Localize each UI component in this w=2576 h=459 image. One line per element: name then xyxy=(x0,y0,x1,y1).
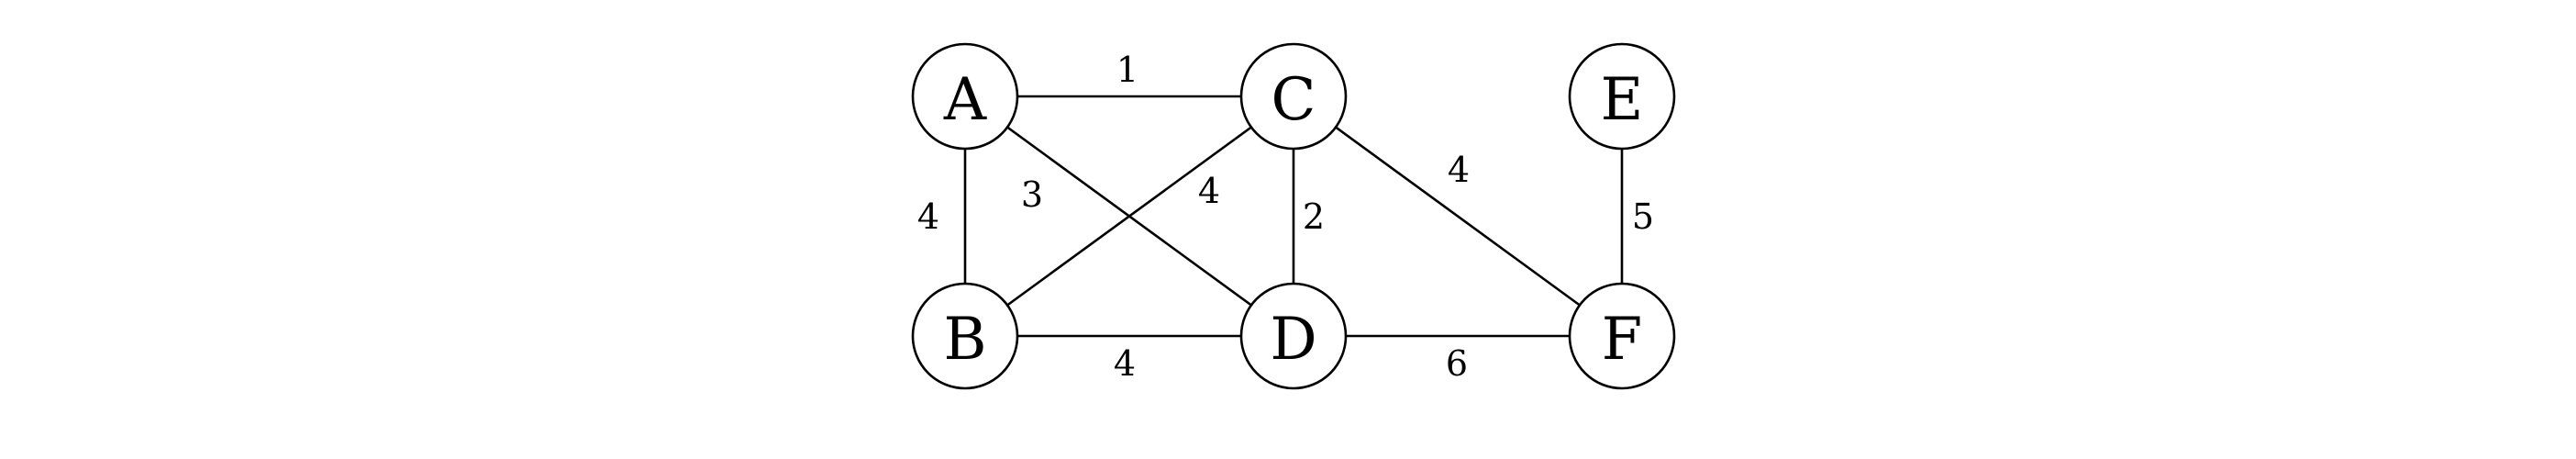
node-c: C xyxy=(1239,42,1348,151)
edge-weight-a-d: 3 xyxy=(1021,174,1043,215)
node-a-label: A xyxy=(943,66,987,134)
node-e-circle xyxy=(1568,42,1676,151)
edge-weight-b-d: 4 xyxy=(1114,343,1136,384)
node-e-label: E xyxy=(1601,66,1644,134)
edge-c-b xyxy=(964,95,1294,338)
node-b-label: B xyxy=(943,306,986,374)
node-f-circle xyxy=(1568,282,1676,390)
edge-weights-group: 1 4 3 4 2 4 4 6 5 xyxy=(917,50,1654,384)
node-b-circle xyxy=(911,282,1019,390)
node-d-label: D xyxy=(1270,306,1316,374)
edge-weight-c-d: 2 xyxy=(1303,196,1325,237)
edge-weight-e-f: 5 xyxy=(1632,196,1654,237)
node-e: E xyxy=(1568,42,1676,151)
node-c-label: C xyxy=(1271,66,1316,134)
edge-weight-d-f: 6 xyxy=(1446,343,1468,384)
node-c-circle xyxy=(1239,42,1348,151)
node-a: A xyxy=(911,42,1019,151)
node-f-label: F xyxy=(1602,306,1642,374)
node-a-circle xyxy=(911,42,1019,151)
edge-weight-a-b: 4 xyxy=(917,196,939,237)
edge-weight-c-b: 4 xyxy=(1198,171,1220,211)
node-d: D xyxy=(1239,282,1348,390)
edge-weight-a-c: 1 xyxy=(1116,50,1138,90)
node-b: B xyxy=(911,282,1019,390)
node-f: F xyxy=(1568,282,1676,390)
edge-c-f xyxy=(1293,95,1623,338)
nodes-group: A B C D E F xyxy=(911,42,1676,390)
edge-weight-c-f: 4 xyxy=(1448,150,1470,190)
node-d-circle xyxy=(1239,282,1348,390)
